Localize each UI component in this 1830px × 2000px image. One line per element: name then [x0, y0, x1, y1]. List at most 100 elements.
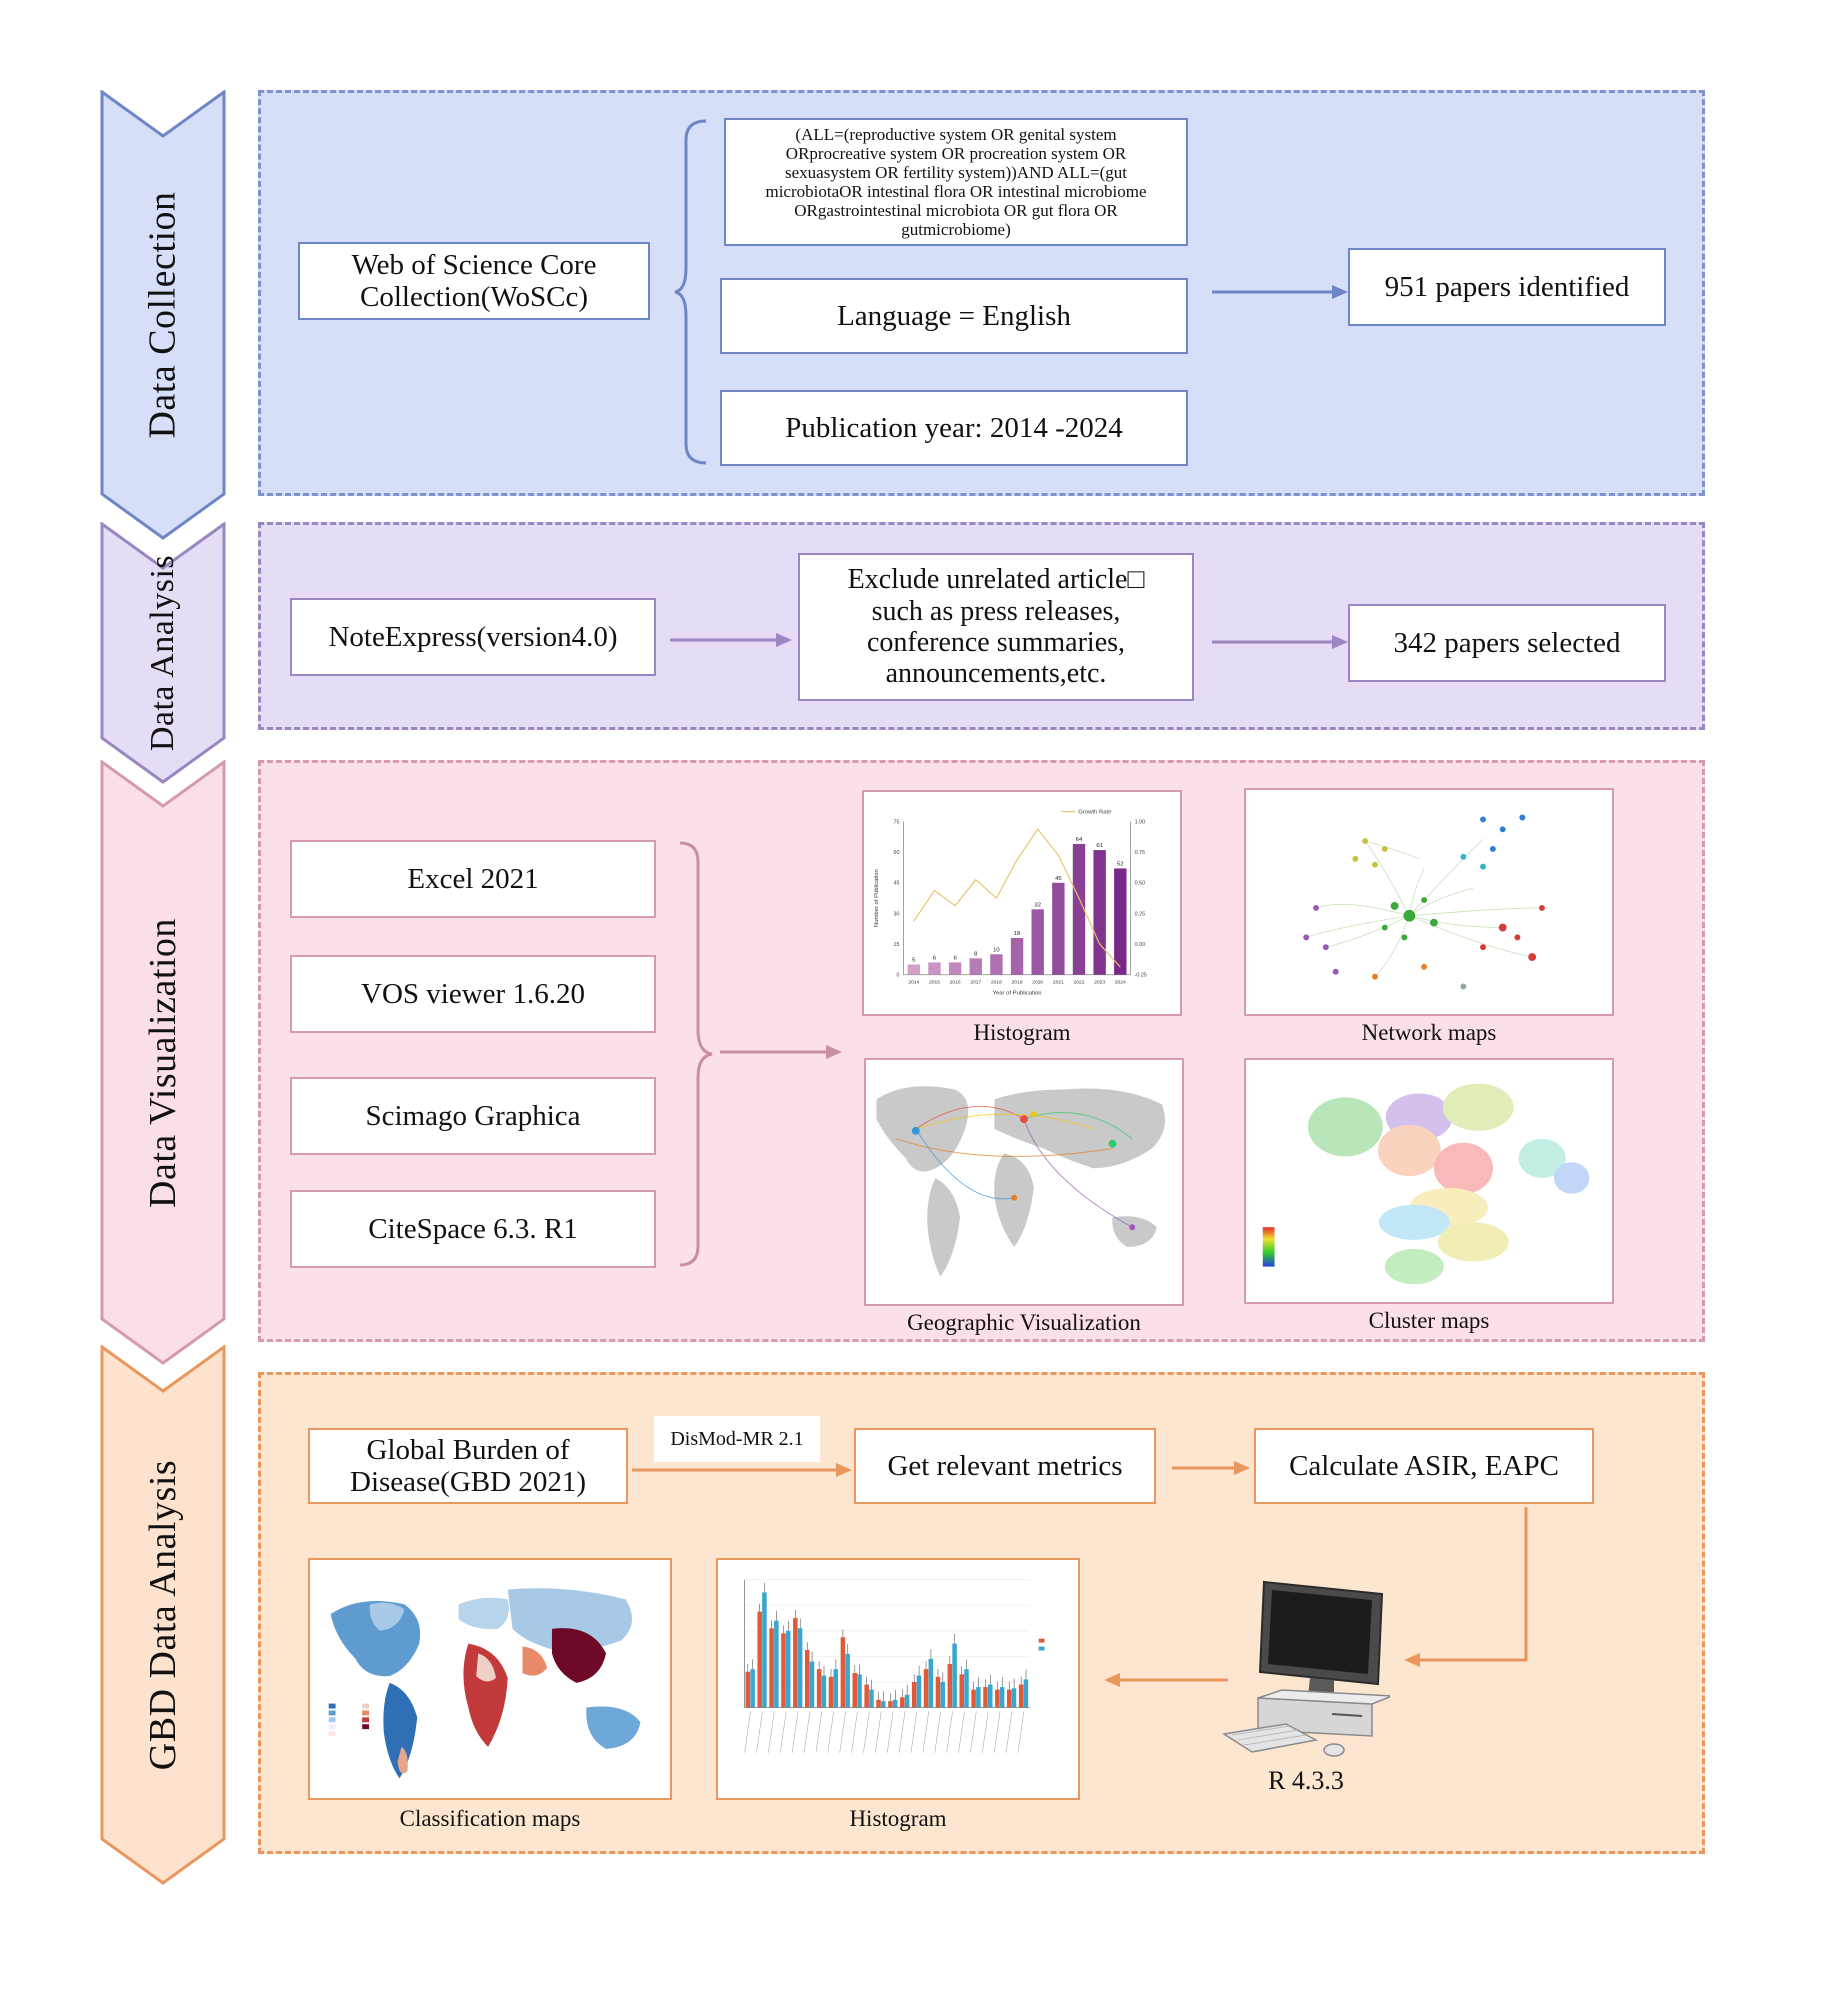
dismod-text: DisMod-MR 2.1 [670, 1427, 804, 1450]
caption-histogram: Histogram [973, 1020, 1071, 1045]
bar-value-label: 52 [1117, 862, 1124, 868]
arrow-right-icon [1212, 285, 1348, 299]
gbd-histogram-svg [719, 1560, 1077, 1798]
years-box: Publication year: 2014 -2024 [720, 390, 1188, 466]
metrics-box: Get relevant metrics [854, 1428, 1156, 1504]
y2-tick-label: 1.00 [1135, 819, 1146, 825]
gbd-bar-series-2 [916, 1675, 922, 1708]
gbd-bar-series-2 [774, 1620, 779, 1708]
gbd-bar-series-1 [923, 1669, 929, 1708]
arrow-right-icon [632, 1463, 852, 1477]
x-tick-label: 2016 [950, 980, 961, 986]
x-tick-label-mark [863, 1711, 870, 1753]
identified-box: 951 papers identified [1348, 248, 1666, 326]
gbd-bar-series-1 [947, 1664, 953, 1708]
gbd-bar-series-2 [976, 1687, 981, 1708]
dismod-label: DisMod-MR 2.1 [654, 1416, 820, 1462]
x-tick-label-mark [851, 1711, 858, 1753]
chevron-shape [100, 522, 226, 784]
histogram-bar [1093, 850, 1106, 975]
tool-text: VOS viewer 1.6.20 [361, 977, 585, 1010]
gbd-bar-series-1 [971, 1689, 976, 1708]
legend-swatch [1038, 1646, 1045, 1651]
gbd-bar-series-1 [935, 1676, 941, 1708]
gbd-bar-series-2 [952, 1643, 957, 1708]
stage-label-analysis: Data Analysis [144, 554, 181, 752]
brace-icon [674, 119, 707, 465]
gbd-bar-series-1 [876, 1699, 881, 1708]
gbd-bar-series-2 [833, 1669, 839, 1708]
tool-box-scimago: Scimago Graphica [290, 1077, 656, 1155]
tool-text: Scimago Graphica [365, 1099, 581, 1132]
gbd-bar-series-1 [781, 1633, 786, 1708]
x-tick-label-mark [803, 1711, 811, 1753]
gbd-bar-series-2 [845, 1653, 850, 1708]
tool-text: Excel 2021 [407, 862, 539, 895]
exclude-text: Exclude unrelated article□ such as press… [847, 564, 1145, 690]
x-tick-label-mark [981, 1711, 989, 1753]
arrow-right-icon [1212, 635, 1348, 649]
gbd-bar-series-1 [840, 1637, 846, 1708]
tool-box-vosviewer: VOS viewer 1.6.20 [290, 955, 656, 1033]
stage-chevron-visualization: Data Visualization [100, 760, 226, 1365]
x-tick-label: 2017 [970, 980, 981, 986]
caption-geo: Geographic Visualization [907, 1310, 1141, 1335]
gbd-bar-series-2 [940, 1681, 945, 1708]
x-tick-label: 2015 [929, 980, 940, 986]
y2-tick-label: 0.25 [1135, 911, 1146, 917]
gbd-bar-series-2 [785, 1630, 791, 1708]
histogram-bar [1072, 843, 1086, 975]
x-tick-label-mark [898, 1711, 906, 1753]
gbd-bar-series-1 [911, 1681, 917, 1708]
gbd-bar-series-1 [1018, 1684, 1024, 1708]
gbd-bar-series-1 [1007, 1689, 1012, 1708]
x-tick-label-mark [958, 1711, 965, 1753]
histogram-bar [1114, 868, 1127, 975]
x-tick-label: 2014 [908, 980, 919, 986]
x-tick-label-mark [839, 1711, 846, 1753]
gbd-histogram-image [716, 1558, 1080, 1800]
stage-label-visualization: Data Visualization [142, 917, 185, 1208]
gbd-bar-series-2 [1023, 1679, 1029, 1708]
selected-box: 342 papers selected [1348, 604, 1666, 682]
caption-gbd-histogram: Histogram [849, 1806, 947, 1831]
network-map-image [1244, 788, 1614, 1016]
gbd-bar-series-1 [983, 1687, 988, 1708]
geographic-map-image [864, 1058, 1184, 1306]
x-tick-label: 2023 [1094, 980, 1105, 986]
arrow-down-left-icon [1404, 1507, 1528, 1667]
x-tick-label: 2019 [1012, 980, 1023, 986]
language-text: Language = English [837, 299, 1071, 332]
y-tick-label: 60 [894, 850, 900, 856]
gbd-bar-series-2 [928, 1658, 934, 1708]
x-tick-label-mark [1005, 1711, 1013, 1753]
classification-map-svg [311, 1560, 669, 1798]
gbd-bar-series-2 [999, 1687, 1005, 1708]
gbd-bar-series-1 [900, 1697, 905, 1708]
chevron-shape [100, 1345, 226, 1885]
histogram-bar [1010, 937, 1024, 975]
histogram-bar [948, 962, 962, 975]
x-tick-label-mark [886, 1711, 894, 1753]
cluster-map-image [1244, 1058, 1614, 1304]
y2-tick-label: -0.25 [1135, 973, 1147, 979]
gbd-bar-series-2 [892, 1699, 898, 1708]
bar-value-label: 8 [974, 951, 978, 957]
bar-value-label: 5 [912, 958, 916, 964]
x-tick-label: 2022 [1074, 980, 1085, 986]
y-tick-label: 0 [897, 973, 900, 979]
network-graph-svg [1303, 814, 1545, 990]
gbd-bar-series-2 [964, 1669, 969, 1708]
metrics-text: Get relevant metrics [887, 1449, 1123, 1482]
language-box: Language = English [720, 278, 1188, 354]
x-tick-label: 2024 [1115, 980, 1126, 986]
gbd-bar-series-1 [852, 1673, 858, 1708]
gbd-bar-series-2 [809, 1661, 815, 1708]
arrow-left-icon [1104, 1673, 1228, 1687]
source-text: Web of Science Core Collection(WoSCc) [351, 248, 597, 313]
gbd-bar-series-1 [828, 1676, 834, 1708]
gbd-source-text: Global Burden of Disease(GBD 2021) [350, 1433, 586, 1498]
arrow-right-icon [1172, 1461, 1250, 1475]
x-tick-label-mark [946, 1711, 953, 1753]
x-tick-label-mark [768, 1711, 775, 1753]
